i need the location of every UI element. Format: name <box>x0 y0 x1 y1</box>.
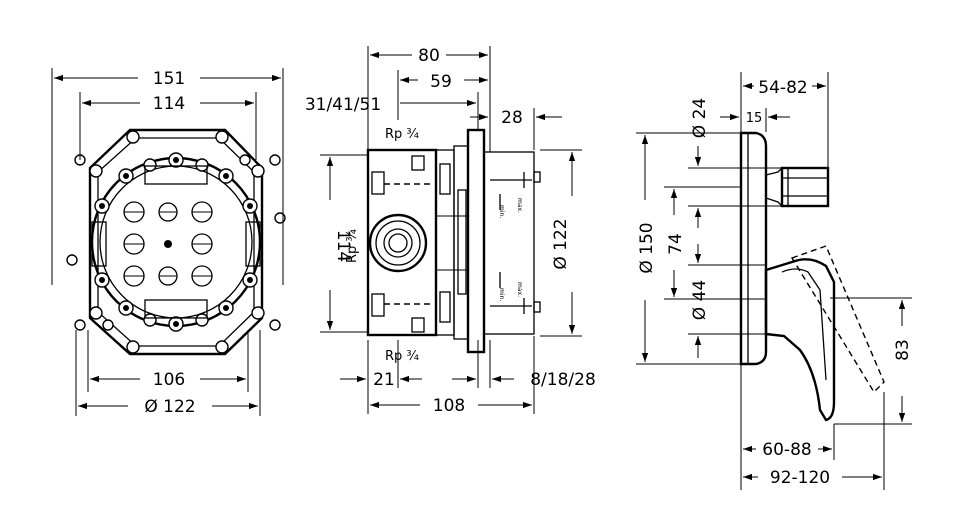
dim-54-82: 54-82 <box>758 78 807 98</box>
inlet-port <box>368 213 428 273</box>
label-max-bottom: max. <box>516 282 523 297</box>
lever-open-position <box>790 245 885 394</box>
inner-ring <box>90 156 262 328</box>
dim-44: Ø 44 <box>690 280 710 320</box>
dim-92-120: 92-120 <box>770 468 830 488</box>
dim-31-41-51: 31/41/51 <box>305 95 381 115</box>
octagon-body <box>88 128 264 356</box>
label-max-top: max. <box>516 198 523 213</box>
dim-28: 28 <box>501 108 523 128</box>
corner-lugs <box>66 130 286 354</box>
thread-bottom: Rp ¾ <box>385 349 419 364</box>
dim-60-88: 60-88 <box>762 440 811 460</box>
dim-24: Ø 24 <box>690 98 710 138</box>
dim-114-section: 114 <box>333 230 353 262</box>
dim-21: 21 <box>373 370 395 390</box>
dim-150: Ø 150 <box>637 222 657 273</box>
dim-114-front: 114 <box>153 94 185 114</box>
ring-bosses <box>94 152 258 332</box>
thread-left: Rp ¾ <box>345 229 360 263</box>
dim-83: 83 <box>893 339 913 361</box>
dim-106: 106 <box>153 370 185 390</box>
dim-151: 151 <box>153 69 185 89</box>
dim-74: 74 <box>666 233 686 255</box>
front-view: 151 114 106 Ø 122 <box>51 68 286 417</box>
port-grid <box>123 201 213 287</box>
diverter-knob <box>765 166 830 208</box>
section-view: min. max. min. max. 80 59 31/41/51 28 Rp… <box>305 46 596 416</box>
dim-122-front: Ø 122 <box>144 397 195 417</box>
label-min-top: min. <box>498 205 505 218</box>
dim-122-section: Ø 122 <box>551 218 571 269</box>
dim-80: 80 <box>418 46 440 66</box>
housing-detail <box>371 155 541 333</box>
label-min-bottom: min. <box>498 288 505 301</box>
side-view: 54-82 15 Ø 24 Ø 150 74 Ø 44 83 <box>636 72 913 490</box>
dim-8-18-28: 8/18/28 <box>530 370 596 390</box>
thread-top: Rp ¾ <box>385 127 419 142</box>
dim-108: 108 <box>433 396 465 416</box>
cover-plate <box>739 131 768 366</box>
dim-59: 59 <box>430 72 452 92</box>
lever-handle <box>764 258 836 422</box>
dim-15: 15 <box>746 111 763 126</box>
